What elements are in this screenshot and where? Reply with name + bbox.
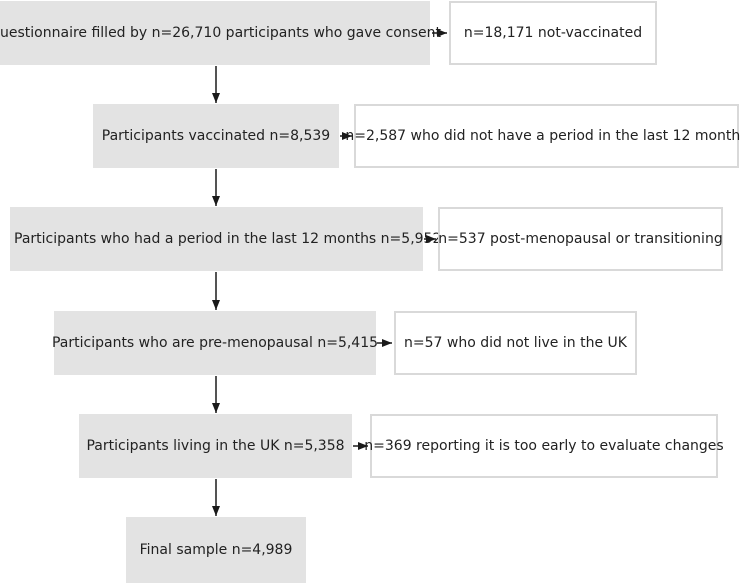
exclusion-no-period: n=2,587 who did not have a period in the… [345, 104, 740, 168]
step-final-sample-label: Final sample n=4,989 [139, 542, 293, 558]
step-vaccinated: Participants vaccinated n=8,539 [93, 104, 339, 168]
exclusion-post-menopausal-label: n=537 post-menopausal or transitioning [438, 231, 723, 247]
step-vaccinated-label: Participants vaccinated n=8,539 [101, 128, 331, 144]
exclusion-not-vaccinated: n=18,171 not-vaccinated [449, 1, 657, 65]
step-had-period-label: Participants who had a period in the las… [14, 231, 442, 247]
step-consent-label: Questionnaire filled by n=26,710 partici… [0, 25, 441, 41]
exclusion-no-period-label: n=2,587 who did not have a period in the… [345, 128, 740, 144]
step-living-uk: Participants living in the UK n=5,358 [79, 414, 352, 478]
step-final-sample: Final sample n=4,989 [126, 517, 306, 583]
exclusion-too-early: n=369 reporting it is too early to evalu… [364, 414, 724, 478]
exclusion-not-uk: n=57 who did not live in the UK [394, 311, 637, 375]
exclusion-not-vaccinated-label: n=18,171 not-vaccinated [463, 25, 643, 41]
step-consent: Questionnaire filled by n=26,710 partici… [0, 1, 441, 65]
step-had-period: Participants who had a period in the las… [10, 207, 441, 271]
step-pre-menopausal: Participants who are pre-menopausal n=5,… [51, 311, 379, 375]
step-living-uk-label: Participants living in the UK n=5,358 [86, 438, 345, 454]
exclusion-not-uk-label: n=57 who did not live in the UK [404, 335, 627, 351]
exclusion-post-menopausal: n=537 post-menopausal or transitioning [438, 207, 723, 271]
step-pre-menopausal-label: Participants who are pre-menopausal n=5,… [51, 335, 379, 351]
exclusion-too-early-label: n=369 reporting it is too early to evalu… [364, 438, 724, 454]
